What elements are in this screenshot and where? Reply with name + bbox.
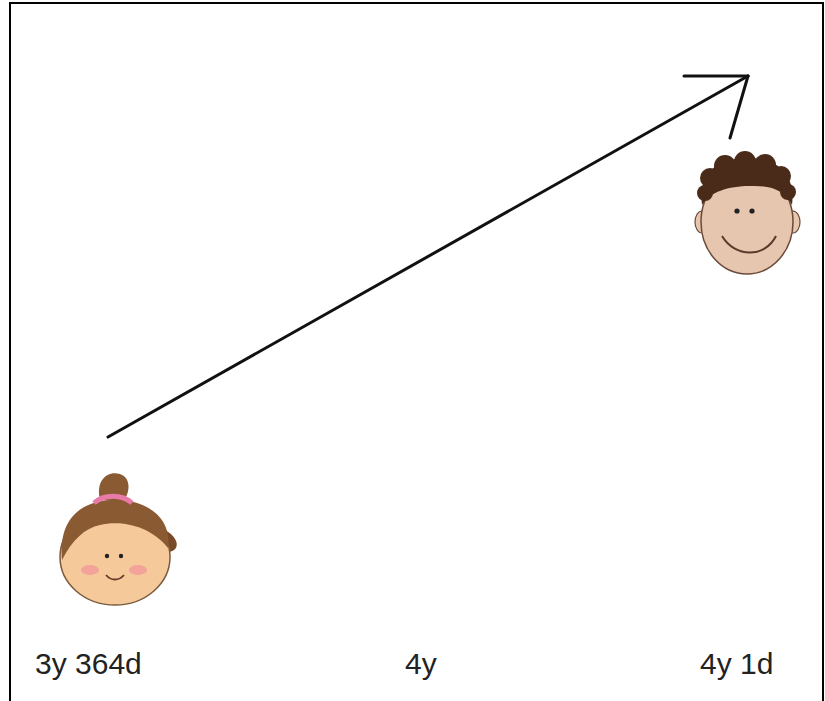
age-label: 4y bbox=[405, 646, 437, 682]
frame bbox=[10, 3, 823, 701]
girl-face bbox=[60, 473, 181, 605]
age-label: 4y 1d bbox=[700, 646, 773, 682]
age-label: 3y 364d bbox=[35, 646, 142, 682]
boy-face bbox=[695, 151, 800, 274]
age-arrow bbox=[108, 76, 748, 437]
